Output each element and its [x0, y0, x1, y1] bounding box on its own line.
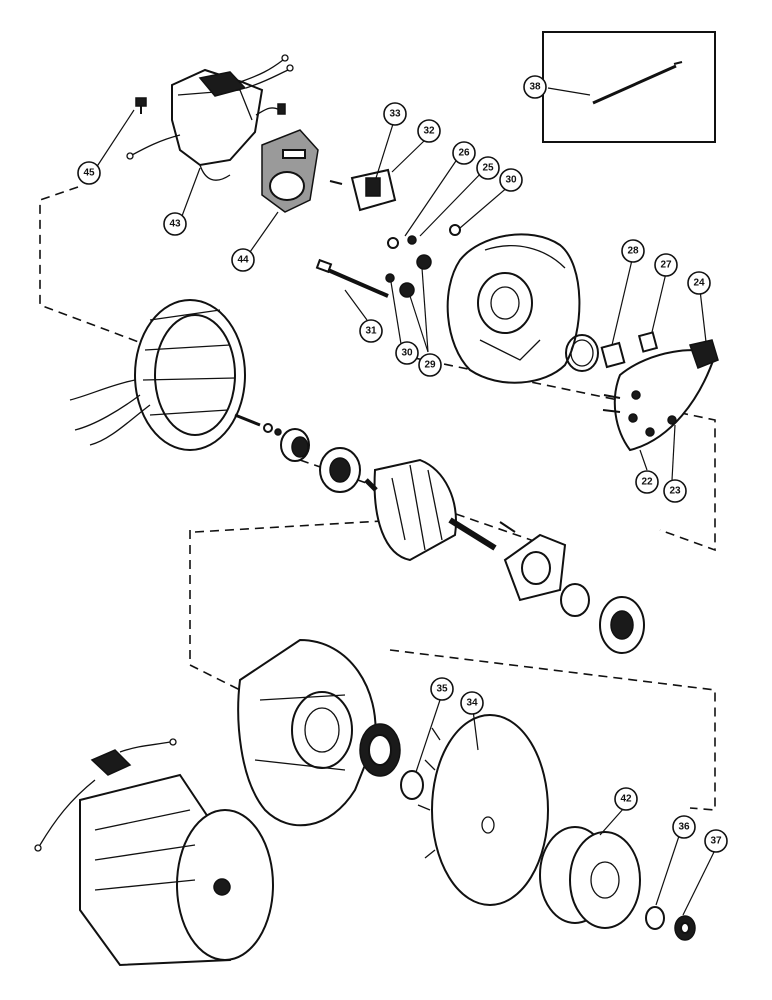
callout-29: 29 — [418, 353, 442, 377]
callout-45-label: 45 — [83, 168, 95, 179]
stator — [69, 299, 246, 451]
nut-37 — [674, 915, 696, 941]
callout-23: 23 — [663, 479, 687, 503]
o-ring — [565, 334, 599, 372]
rectifier-assembly — [602, 339, 719, 452]
callout-25: 25 — [476, 156, 500, 180]
callout-27-label: 27 — [660, 260, 672, 271]
screw — [234, 413, 282, 436]
callout-28-label: 28 — [627, 246, 639, 257]
callout-31-label: 31 — [365, 326, 377, 337]
callout-36: 36 — [672, 815, 696, 839]
callout-37: 37 — [704, 829, 728, 853]
callout-38: 38 — [523, 75, 547, 99]
callout-25-label: 25 — [482, 163, 494, 174]
seal — [359, 723, 401, 777]
callout-28: 28 — [621, 239, 645, 263]
callout-23-label: 23 — [669, 486, 681, 497]
brush-27 — [637, 331, 659, 353]
callout-35-label: 35 — [436, 684, 448, 695]
rotor — [364, 458, 497, 562]
callout-26-label: 26 — [458, 148, 470, 159]
callout-26: 26 — [452, 141, 476, 165]
callout-24: 24 — [687, 271, 711, 295]
callout-22-label: 22 — [641, 477, 653, 488]
callout-33: 33 — [383, 102, 407, 126]
small-hardware — [385, 224, 461, 298]
gasket-44 — [261, 129, 319, 213]
bearing-rear — [319, 447, 361, 493]
callout-30-lower-label: 30 — [401, 348, 413, 359]
callout-34: 34 — [460, 691, 484, 715]
callout-36-label: 36 — [678, 822, 690, 833]
pulley-42 — [539, 826, 641, 929]
callout-43: 43 — [163, 212, 187, 236]
callout-43-label: 43 — [169, 219, 181, 230]
bearing-28 — [600, 341, 626, 369]
callout-37-label: 37 — [710, 836, 722, 847]
callout-24-label: 24 — [693, 278, 705, 289]
fan-34 — [417, 714, 549, 906]
callout-31: 31 — [359, 319, 383, 343]
callout-30-upper: 30 — [499, 168, 523, 192]
callout-34-label: 34 — [466, 698, 478, 709]
rear-housing — [446, 233, 581, 384]
callout-30-lower: 30 — [395, 341, 419, 365]
assembled-alternator — [34, 738, 274, 967]
callout-44-label: 44 — [237, 255, 249, 266]
callout-32-label: 32 — [423, 126, 435, 137]
callout-30-upper-label: 30 — [505, 175, 517, 186]
through-bolt-31 — [315, 258, 389, 298]
callout-38-label: 38 — [529, 82, 541, 93]
spacer-35 — [400, 770, 424, 800]
callout-42: 42 — [614, 787, 638, 811]
leader-lines — [95, 87, 716, 916]
callout-45: 45 — [77, 161, 101, 185]
callout-29-label: 29 — [424, 360, 436, 371]
brush-holder-32 — [329, 168, 397, 212]
slip-ring — [280, 428, 310, 462]
callout-33-label: 33 — [389, 109, 401, 120]
retainer-plate — [499, 521, 567, 602]
regulator-assembly — [126, 54, 294, 181]
callout-22: 22 — [635, 470, 659, 494]
screw-45 — [135, 97, 147, 114]
front-housing — [237, 638, 377, 827]
washer-36 — [645, 906, 665, 930]
callout-27: 27 — [654, 253, 678, 277]
callout-42-label: 42 — [620, 794, 632, 805]
callout-32: 32 — [417, 119, 441, 143]
bearing-front — [599, 596, 645, 654]
callout-44: 44 — [231, 248, 255, 272]
callout-35: 35 — [430, 677, 454, 701]
inset-box — [542, 31, 716, 143]
spacer — [560, 583, 590, 617]
